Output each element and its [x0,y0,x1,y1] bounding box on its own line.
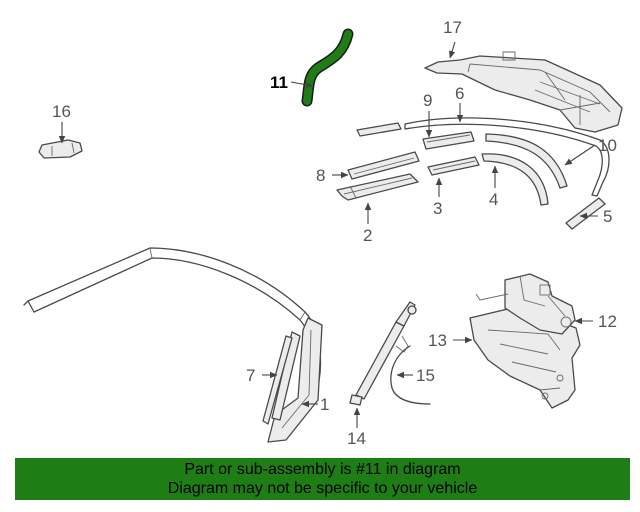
parts-diagram: 16 17 11 6 9 10 8 3 4 2 5 7 1 12 13 15 1… [23,18,623,448]
part-3-seal[interactable] [427,156,480,176]
callout-16: 16 [52,102,71,121]
callout-4: 4 [489,190,498,209]
callout-1: 1 [320,395,329,414]
part-9-seal[interactable] [356,122,475,150]
part-5-strip[interactable] [565,197,606,230]
callout-13: 13 [428,331,447,350]
callout-3: 3 [433,199,442,218]
callout-10: 10 [598,136,617,155]
callout-14: 14 [347,429,366,448]
part-11-hose[interactable] [301,28,354,107]
callout-labels: 16 17 11 6 9 10 8 3 4 2 5 7 1 12 13 15 1… [52,18,617,448]
part-2-seal[interactable] [336,173,419,201]
callout-11[interactable]: 11 [270,73,288,92]
banner-line-2: Diagram may not be specific to your vehi… [167,480,478,497]
part-8-seal[interactable] [347,151,420,180]
part-14-cylinder[interactable] [349,301,417,406]
part-10-strip[interactable] [485,133,568,189]
callout-9: 9 [423,91,432,110]
callout-5: 5 [603,207,612,226]
callout-2: 2 [363,226,372,245]
part-16-bracket[interactable] [38,139,83,159]
callout-15: 15 [416,366,435,385]
part-6-rod[interactable] [404,117,610,197]
part-17-housing[interactable] [424,51,623,133]
callout-17: 17 [443,18,462,37]
callout-6: 6 [455,84,464,103]
callout-leaders [58,41,598,428]
part-7-seal[interactable] [262,331,301,425]
callout-12: 12 [598,312,617,331]
part-4-seal[interactable] [481,153,549,206]
part-15-hose[interactable] [390,345,431,405]
callout-8: 8 [316,166,325,185]
banner-line-1: Part or sub-assembly is #11 in diagram [184,461,461,478]
info-banner: Part or sub-assembly is #11 in diagram D… [15,458,630,500]
callout-7: 7 [246,366,255,385]
